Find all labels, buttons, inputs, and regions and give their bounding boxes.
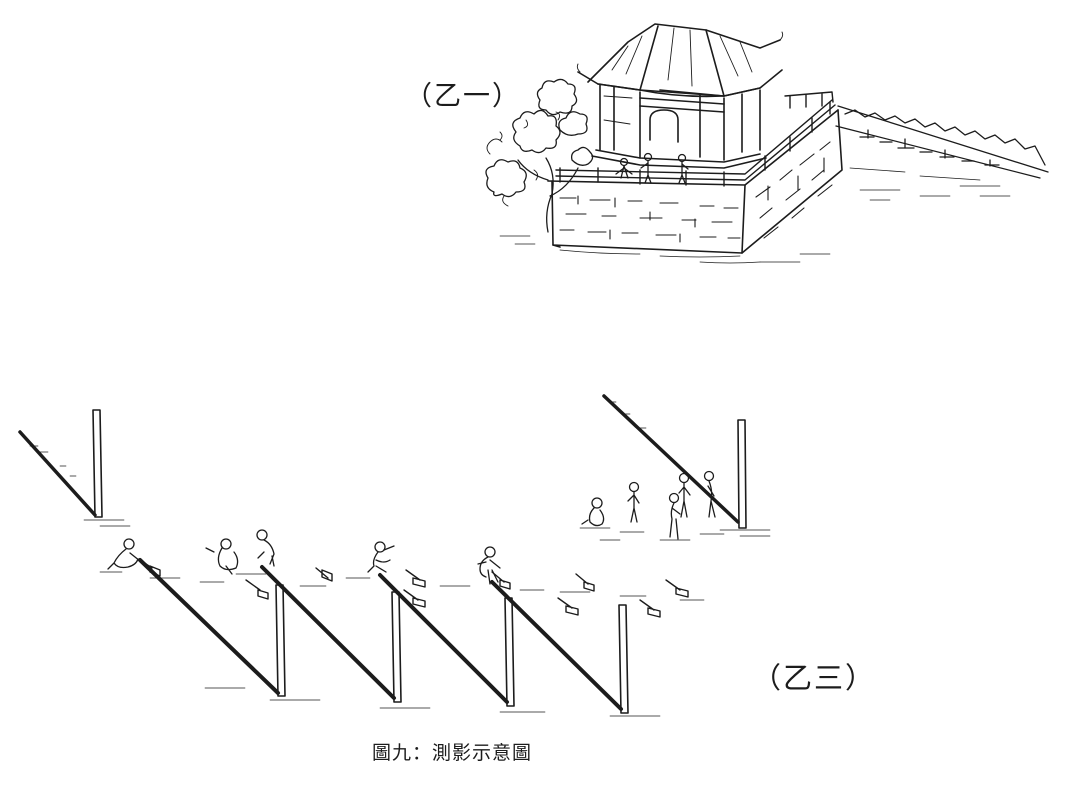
pavilion	[576, 23, 784, 169]
ground-hatching	[499, 185, 1011, 263]
ground-marks	[29, 401, 725, 601]
front-poles	[138, 558, 661, 717]
label-bottom: （乙三）	[752, 661, 877, 695]
pole-back-left	[18, 409, 131, 527]
stone-platform	[547, 109, 843, 264]
figures-on-platform	[615, 152, 689, 184]
label-top: （乙一）	[405, 81, 521, 112]
railing	[555, 91, 836, 187]
figure-caption: 圖九：測影示意圖	[372, 742, 533, 764]
figures-measuring	[107, 470, 716, 585]
tree	[485, 78, 594, 233]
pavilion-scene	[485, 23, 1049, 264]
sloping-wall	[835, 105, 1049, 181]
shadow-measuring-scene	[18, 394, 771, 717]
ground-stakes	[139, 559, 689, 618]
